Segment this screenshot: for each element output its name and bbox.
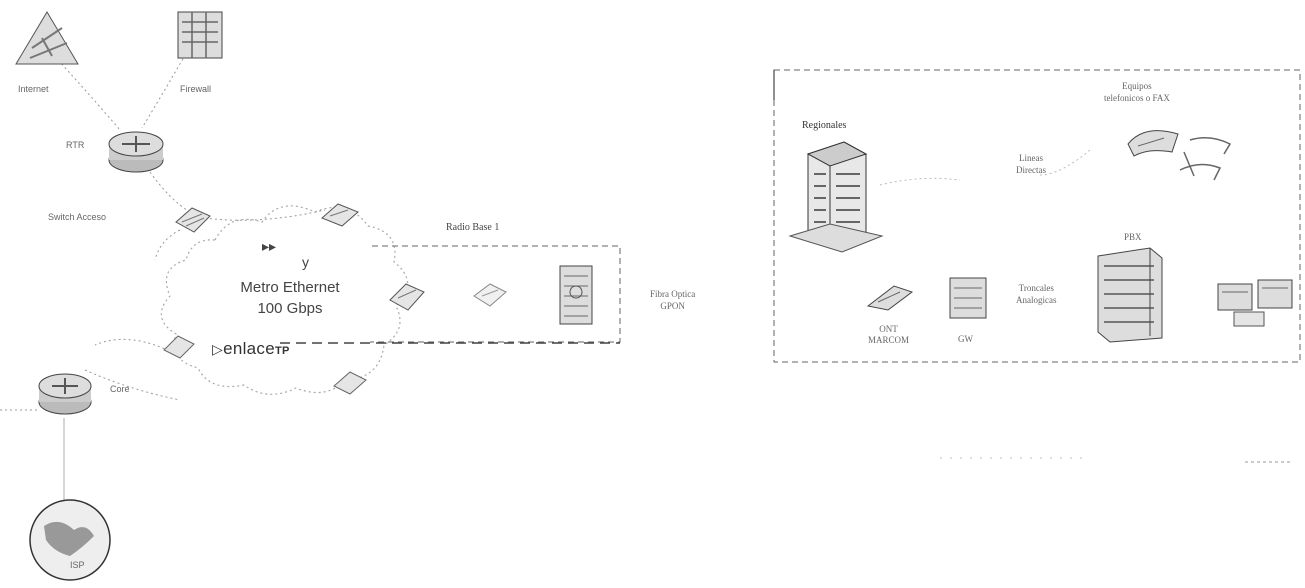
trunks-line1: Troncales — [1016, 282, 1057, 294]
globe-label: ISP — [70, 560, 85, 570]
brand-name: enlace — [223, 339, 275, 358]
internet-label: Internet — [18, 84, 49, 94]
cloud-symbol: y — [302, 254, 309, 270]
internet-triangle-icon — [12, 8, 82, 68]
gateway-icon — [944, 272, 992, 324]
brand-logo: ▷enlaceTP — [212, 339, 290, 359]
globe-icon — [24, 496, 116, 584]
pbx-icon — [1092, 244, 1166, 344]
direct-lines-line1: Lineas — [1016, 152, 1046, 164]
cloud-node-icon — [318, 200, 362, 230]
ont-line1: ONT — [868, 324, 909, 335]
office-building-icon — [786, 136, 886, 256]
switch-label: Switch Acceso — [48, 212, 148, 223]
core-router-icon — [36, 370, 94, 418]
pbx-label: PBX — [1124, 232, 1142, 242]
brand-play-icon: ▷ — [212, 341, 223, 357]
ont-line2: MARCOM — [868, 335, 909, 346]
cloud-play-icon: ▸▸ — [262, 238, 276, 255]
trunks-label: Troncales Analogicas — [1016, 282, 1057, 306]
brand-suffix: TP — [275, 345, 290, 357]
metro-speed: 100 Gbps — [190, 298, 390, 319]
radio-cabinet-icon — [556, 262, 596, 328]
cloud-bottom-device-icon — [330, 366, 370, 400]
ont-modem-icon — [864, 282, 916, 312]
router-label: RTR — [66, 140, 84, 150]
fax-icon — [1160, 130, 1240, 190]
phones-line1: Equipos — [1104, 80, 1170, 92]
ont-label: ONT MARCOM — [868, 324, 909, 346]
fiber-label-line1: Fibra Optica — [650, 288, 695, 300]
metro-ethernet-block: Metro Ethernet 100 Gbps — [190, 277, 390, 319]
phones-label: Equipos telefonicos o FAX — [1104, 80, 1170, 104]
metro-title: Metro Ethernet — [190, 277, 390, 298]
firewall-icon — [172, 6, 228, 64]
desk-phones-icon — [1214, 270, 1300, 330]
fiber-label-line2: GPON — [650, 300, 695, 312]
gateway-label: GW — [958, 334, 973, 344]
firewall-label: Firewall — [180, 84, 211, 94]
regional-label: Regionales — [802, 120, 846, 131]
radio-switch-icon — [470, 278, 510, 312]
switch-icon — [172, 202, 214, 236]
radio-antenna-icon — [384, 276, 430, 316]
radio-base-title: Radio Base 1 — [446, 222, 499, 233]
core-router-label: Core — [110, 384, 130, 394]
direct-lines-line2: Directas — [1016, 164, 1046, 176]
direct-lines-label: Lineas Directas — [1016, 152, 1046, 176]
trunks-line2: Analogicas — [1016, 294, 1057, 306]
router-icon — [106, 126, 166, 176]
phones-line2: telefonicos o FAX — [1104, 92, 1170, 104]
cloud-edge-device-icon — [160, 330, 198, 364]
fiber-link-label: Fibra Optica GPON — [650, 288, 695, 312]
